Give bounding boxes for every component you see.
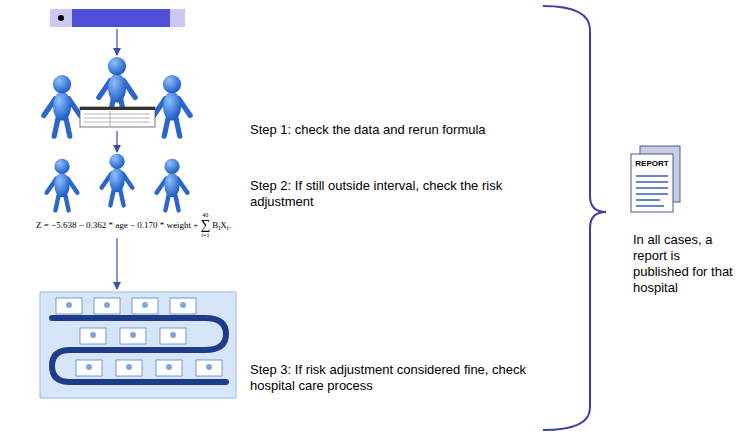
formula-period: . xyxy=(229,220,231,230)
sum-sign: 40∑i=1 xyxy=(200,212,210,238)
sum-lower-limit: i=1 xyxy=(201,232,209,238)
report-icon xyxy=(631,146,680,212)
formula-variable: B xyxy=(212,220,218,230)
flow-arrow xyxy=(116,29,117,55)
formula-text: Z = −5.638 − 0.362 * age − 0.170 * weigh… xyxy=(36,220,198,230)
step-text: Step 3: If risk adjustment considered fi… xyxy=(250,362,560,394)
report-tag: REPORT xyxy=(631,159,673,169)
data-bar xyxy=(50,9,185,27)
brace xyxy=(543,6,606,430)
team-figures xyxy=(47,154,188,211)
formula-subscript: i xyxy=(227,224,229,232)
step-text: Step 1: check the data and rerun formula xyxy=(250,122,550,138)
formula-variable: X xyxy=(220,220,227,230)
formula-subscript: i xyxy=(218,224,220,232)
sum-symbol: ∑ xyxy=(200,218,210,232)
step-text: Step 2: If still outside interval, check… xyxy=(250,178,560,210)
team-figures xyxy=(44,57,190,136)
flow-arrow xyxy=(116,238,117,289)
report-note: In all cases, a report is published for … xyxy=(633,232,735,296)
care-process-picture xyxy=(40,292,236,398)
flow-arrow xyxy=(116,131,117,152)
risk-formula: Z = −5.638 − 0.362 * age − 0.170 * weigh… xyxy=(36,212,231,238)
